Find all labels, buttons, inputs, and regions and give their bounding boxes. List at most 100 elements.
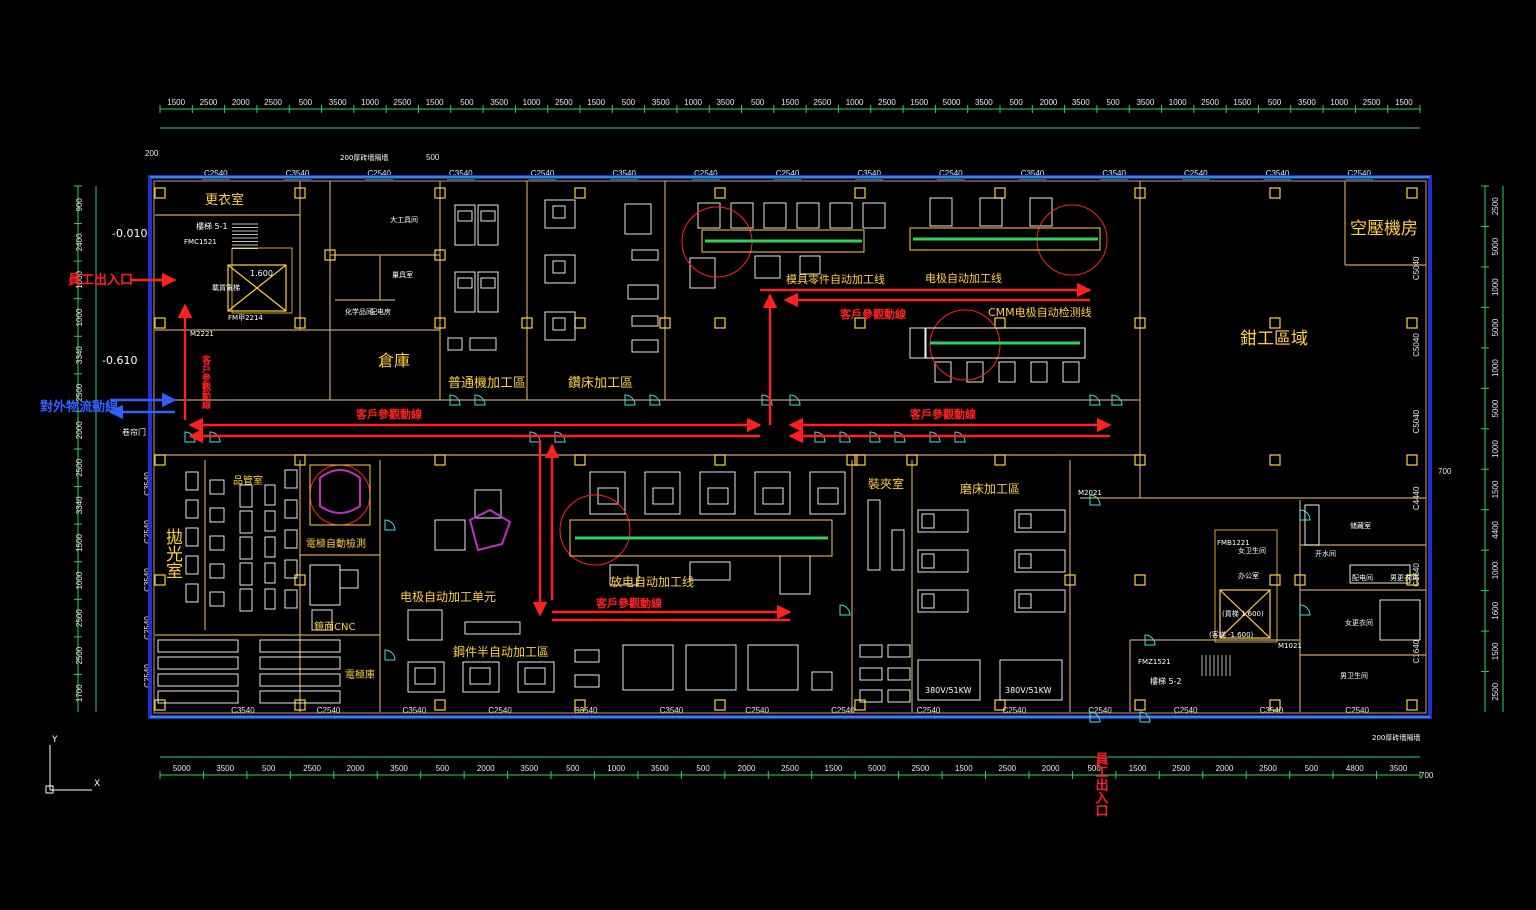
machine-part bbox=[1018, 553, 1032, 569]
dim-label: 1500 bbox=[587, 98, 605, 107]
fm-i: FMB1221 bbox=[1217, 539, 1250, 547]
dim-label: 3500 bbox=[1298, 98, 1316, 107]
machine bbox=[909, 327, 927, 359]
machine bbox=[697, 202, 721, 229]
room-edm-line: 放电自动加工线 bbox=[610, 574, 694, 589]
machine-part bbox=[552, 260, 566, 274]
level-b: -0.610 bbox=[102, 354, 137, 367]
machine bbox=[259, 673, 341, 687]
column bbox=[574, 699, 586, 711]
column bbox=[1406, 574, 1418, 586]
visitor-route-arrows bbox=[130, 272, 1112, 622]
dim-label: 500 bbox=[460, 98, 474, 107]
machine-part bbox=[469, 667, 491, 685]
room-d: 储藏室 bbox=[1350, 521, 1371, 530]
column bbox=[1134, 699, 1146, 711]
room-lift1-sub: 載貨電梯 bbox=[212, 283, 240, 292]
machine bbox=[811, 671, 833, 691]
window-label: C2540 bbox=[488, 706, 512, 715]
robot-circles bbox=[309, 204, 1108, 566]
room-j: 女卫生间 bbox=[1238, 546, 1266, 555]
dim-label: 5000 bbox=[1491, 399, 1500, 417]
dim-label: 500 bbox=[1305, 764, 1319, 773]
dim-label: 2000 bbox=[477, 764, 495, 773]
machine bbox=[284, 559, 298, 579]
column bbox=[574, 187, 586, 199]
machine bbox=[544, 199, 576, 229]
machine bbox=[284, 469, 298, 489]
machine bbox=[689, 561, 731, 581]
visitor-route-2: 客戶參觀動線 bbox=[909, 407, 976, 421]
column bbox=[574, 454, 586, 466]
machine bbox=[627, 284, 659, 300]
window-label: C2540 bbox=[917, 706, 941, 715]
machine bbox=[887, 667, 911, 681]
machine bbox=[1030, 361, 1048, 383]
fm-d: M1021 bbox=[1278, 642, 1302, 650]
dim-label: 5000 bbox=[1491, 318, 1500, 336]
window-label: C3540 bbox=[857, 169, 881, 178]
machine bbox=[209, 507, 225, 523]
machine bbox=[998, 361, 1016, 383]
dim-label: 500 bbox=[436, 764, 450, 773]
machine-part bbox=[817, 487, 839, 505]
machine bbox=[209, 479, 225, 495]
room-k: 化学品间 bbox=[345, 307, 373, 316]
machine bbox=[809, 471, 846, 515]
machine bbox=[407, 661, 445, 693]
dim-label: 3500 bbox=[1389, 764, 1407, 773]
column bbox=[154, 699, 166, 711]
machine bbox=[284, 499, 298, 519]
window-label: C3540 bbox=[286, 169, 310, 178]
fm-g: M2021 bbox=[1078, 489, 1102, 497]
room-stair2: 樓梯 5-2 bbox=[1150, 676, 1182, 686]
dim-label: 2500 bbox=[75, 458, 84, 476]
room-locker: 更衣室 bbox=[205, 192, 244, 208]
door-swing bbox=[1089, 711, 1101, 723]
room-f: 配电间 bbox=[1352, 573, 1373, 582]
machine-part bbox=[1018, 513, 1032, 529]
external-logistics-label: 對外物流動線 bbox=[40, 399, 119, 415]
door-swing bbox=[839, 604, 851, 616]
column bbox=[434, 249, 446, 261]
dim-label: 1000 bbox=[1169, 98, 1187, 107]
dim-label: 3500 bbox=[975, 98, 993, 107]
column bbox=[714, 317, 726, 329]
window-label: C2540 bbox=[204, 169, 228, 178]
building-shell bbox=[148, 175, 1432, 719]
window-label: C3540 bbox=[143, 472, 152, 496]
dim-label: 1500 bbox=[825, 764, 843, 773]
door-swing bbox=[384, 519, 396, 531]
machine bbox=[309, 564, 341, 606]
machine bbox=[685, 644, 737, 691]
dim-label: 500 bbox=[1009, 98, 1023, 107]
room-h: 女更衣间 bbox=[1345, 618, 1373, 627]
machine bbox=[284, 589, 298, 609]
machine bbox=[1062, 361, 1080, 383]
column bbox=[294, 574, 306, 586]
visitor-route-3: 客戶參觀動線 bbox=[839, 307, 906, 321]
dim-label: 1000 bbox=[523, 98, 541, 107]
dim-label: 1000 bbox=[75, 571, 84, 589]
machine bbox=[747, 644, 799, 691]
dimension-ticks bbox=[74, 105, 1489, 779]
dim-label: 500 bbox=[299, 98, 313, 107]
machine bbox=[631, 249, 659, 261]
machine bbox=[185, 527, 199, 547]
machine-part bbox=[457, 210, 473, 222]
machine bbox=[264, 562, 276, 584]
dim-label: 1500 bbox=[167, 98, 185, 107]
column bbox=[574, 317, 586, 329]
room-mold-line: 模具零件自动加工线 bbox=[786, 272, 885, 286]
machine bbox=[462, 661, 500, 693]
machine bbox=[1349, 564, 1411, 584]
production-lines bbox=[309, 227, 1101, 557]
machine bbox=[917, 549, 969, 573]
room-elec-cell: 电极自动加工单元 bbox=[400, 590, 496, 604]
polish-text: 拋光室 bbox=[162, 528, 183, 579]
dim-label: 2000 bbox=[738, 764, 756, 773]
machine bbox=[469, 337, 497, 351]
machine bbox=[589, 471, 626, 515]
room-compressor: 空壓機房 bbox=[1350, 219, 1418, 239]
